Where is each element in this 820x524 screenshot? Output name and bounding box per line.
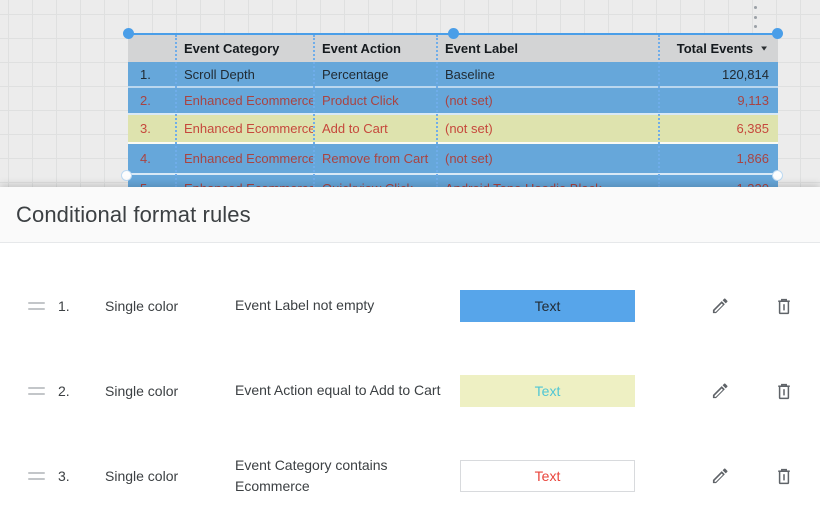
resize-handle-top-left[interactable] [123,28,134,39]
rule-condition: Event Action equal to Add to Cart [235,382,441,398]
conditional-format-panel: Conditional format rules 1. Single color… [0,187,820,524]
table-row: 5. Enhanced Ecommerce Quickview Click An… [128,175,778,187]
cell-action: Quickview Click [313,175,436,188]
table-row: 1. Scroll Depth Percentage Baseline 120,… [128,62,778,88]
pencil-icon [712,298,728,313]
cell-label: (not set) [445,93,493,108]
edit-rule-button[interactable] [700,456,740,496]
pencil-icon [712,383,728,398]
cell-row-number: 2. [140,93,151,108]
header-total-events[interactable]: Total Events ▼ [676,41,769,56]
events-table[interactable]: Event Category Event Action Event Label … [128,35,778,187]
rule-row: 2. Single color Event Action equal to Ad… [0,348,820,433]
resize-handle-middle-right[interactable] [772,170,783,181]
cell-category: Enhanced Ecommerce [175,175,313,188]
cell-total: 6,385 [736,121,769,136]
delete-rule-button[interactable] [764,371,804,411]
cell-label: (not set) [445,151,493,166]
rule-row: 1. Single color Event Label not empty Te… [0,263,820,348]
cell-action: Add to Cart [322,121,388,136]
header-event-label[interactable]: Event Label [445,41,518,56]
cell-category: Enhanced Ecommerce [184,93,313,108]
cell-row-number: 3. [140,121,151,136]
rule-row: 3. Single color Event Category contains … [0,433,820,518]
rule-number: 3. [58,467,70,484]
drag-handle-icon[interactable] [28,301,52,310]
drag-handle-icon[interactable] [28,386,52,395]
resize-handle-top-right[interactable] [772,28,783,39]
report-canvas: Event Category Event Action Event Label … [0,0,820,187]
sort-caret-icon: ▼ [759,44,769,53]
trash-icon [778,383,790,399]
cell-row-number: 4. [140,151,151,166]
rules-list: 1. Single color Event Label not empty Te… [0,243,820,518]
delete-rule-button[interactable] [764,456,804,496]
header-row-number [128,35,175,62]
cell-label: (not set) [445,121,493,136]
edit-rule-button[interactable] [700,371,740,411]
rule-condition: Event Category contains Ecommerce [235,456,388,494]
table-row: 4. Enhanced Ecommerce Remove from Cart (… [128,144,778,175]
cell-action: Percentage [322,66,389,82]
format-preview-swatch[interactable]: Text [460,374,635,407]
cell-action: Remove from Cart [322,151,429,166]
delete-rule-button[interactable] [764,286,804,326]
format-preview-swatch[interactable]: Text [460,289,635,322]
cell-row-number: 1. [140,66,151,82]
resize-handle-middle-left[interactable] [121,170,132,181]
header-event-action[interactable]: Event Action [322,41,401,56]
rule-condition: Event Label not empty [235,297,375,313]
rule-type: Single color [105,382,179,399]
cell-total: 1,866 [736,151,769,166]
table-header-row: Event Category Event Action Event Label … [128,35,778,62]
cell-total: 9,113 [737,93,769,108]
pencil-icon [712,468,728,483]
panel-title: Conditional format rules [16,201,251,227]
cell-label: Baseline [445,66,495,82]
resize-handle-top-center[interactable] [448,28,459,39]
cell-row-number: 5. [128,175,175,188]
cell-total: 120,814 [722,66,769,82]
drag-handle-icon[interactable] [28,471,52,480]
rule-type: Single color [105,297,179,314]
table-row: 2. Enhanced Ecommerce Product Click (not… [128,88,778,115]
cell-label: Android Tone Hoodie Black [436,175,658,188]
cell-total: 1,320 [658,175,778,188]
format-preview-swatch[interactable]: Text [460,459,635,492]
cell-action: Product Click [322,93,399,108]
cell-category: Scroll Depth [184,66,255,82]
rule-number: 1. [58,297,70,314]
edit-rule-button[interactable] [700,286,740,326]
trash-icon [778,298,790,314]
table-row-highlighted: 3. Enhanced Ecommerce Add to Cart (not s… [128,115,778,144]
rule-number: 2. [58,382,70,399]
trash-icon [778,468,790,484]
cell-category: Enhanced Ecommerce [184,151,313,166]
chart-options-menu-icon[interactable] [750,6,760,28]
cell-category: Enhanced Ecommerce [184,121,313,136]
rule-type: Single color [105,467,179,484]
panel-header: Conditional format rules [0,187,820,243]
header-event-category[interactable]: Event Category [184,41,280,56]
